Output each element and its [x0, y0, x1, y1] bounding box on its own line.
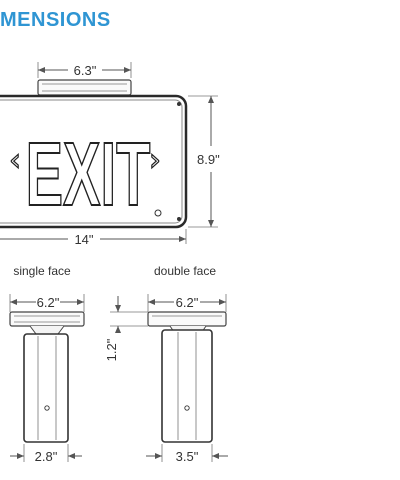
exit-legend: EXIT	[26, 123, 151, 224]
height-label: 8.9"	[197, 152, 220, 167]
height-dimension: 8.9"	[188, 95, 220, 228]
width-dimension: 14"	[0, 229, 187, 247]
double-face-housing	[161, 329, 213, 443]
double-face-caption: double face	[154, 264, 216, 278]
page-title: MENSIONS	[0, 9, 111, 31]
exit-sign-front-view: EXIT ‹ ›	[0, 79, 188, 229]
corner-screw	[177, 102, 181, 106]
canopy-mount	[37, 79, 132, 96]
sign-face-outline	[0, 99, 183, 224]
single-face-housing	[23, 333, 69, 443]
corner-screw	[177, 217, 181, 221]
canopy-width-dimension: 6.3"	[37, 62, 132, 78]
single-face-top-width-label: 6.2"	[37, 295, 60, 310]
double-face-side-view: 1.2" 6.2" 3.5"	[104, 294, 228, 464]
canopy-width-label: 6.3"	[74, 63, 97, 78]
right-arrow-chevron: ›	[149, 143, 161, 178]
single-face-bottom-width-label: 2.8"	[35, 449, 58, 464]
single-face-side-view: 6.2" 2.8"	[9, 294, 85, 464]
single-face-caption: single face	[13, 264, 71, 278]
double-face-top-width-label: 6.2"	[176, 295, 199, 310]
width-label: 14"	[74, 232, 93, 247]
double-face-bottom-width-label: 3.5"	[176, 449, 199, 464]
stem-height-label: 1.2"	[104, 338, 119, 361]
sign-housing	[0, 94, 188, 229]
test-switch-indicator	[154, 209, 162, 217]
left-arrow-chevron: ‹	[9, 143, 21, 178]
